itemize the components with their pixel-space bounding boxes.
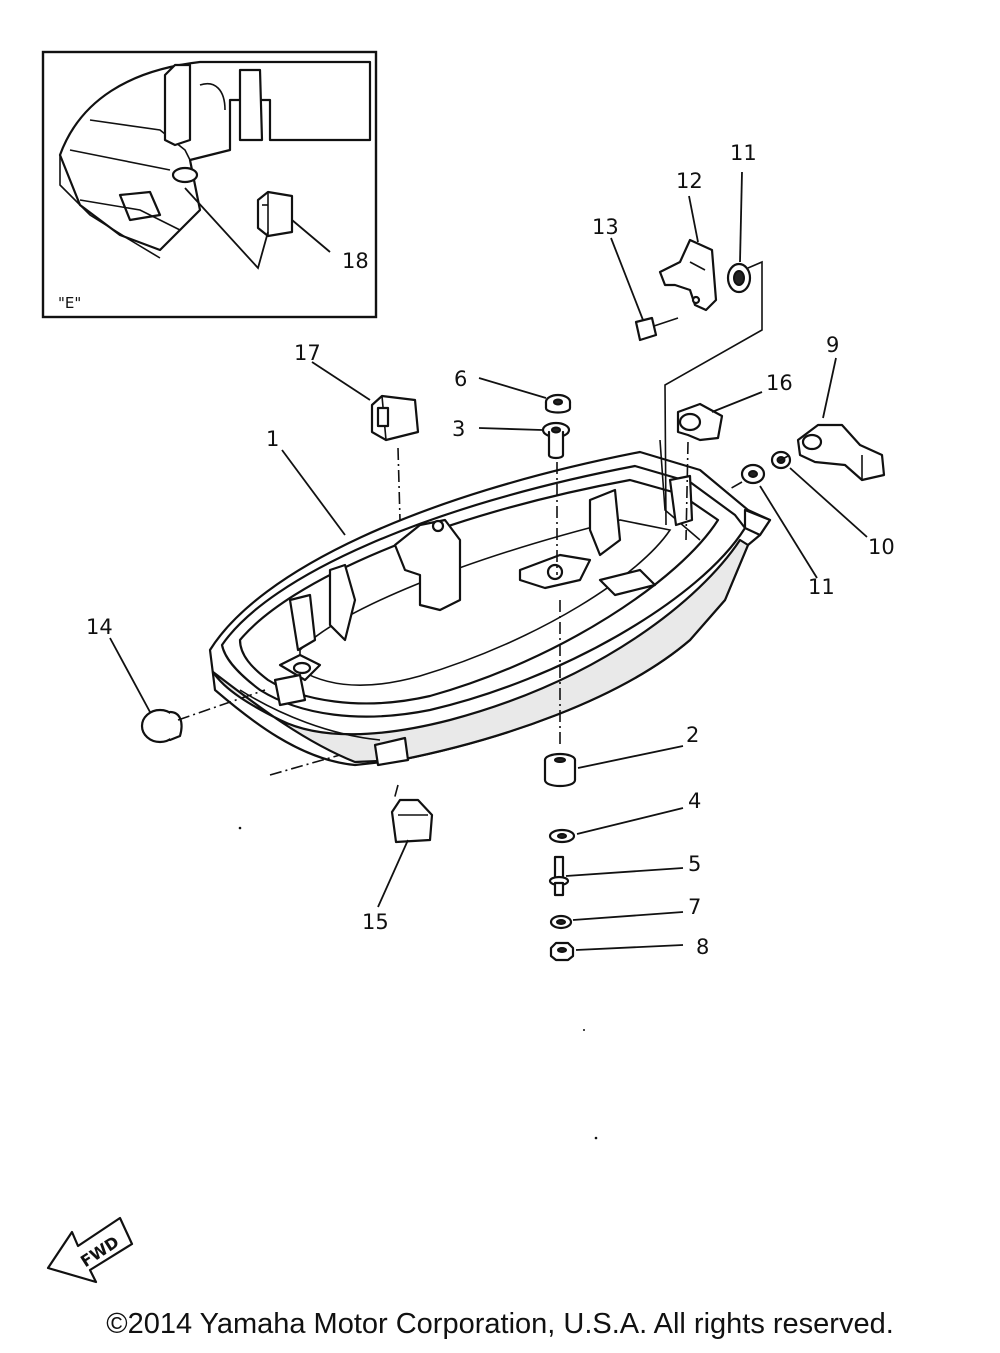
part-17-rubber-pad [370,394,420,442]
part-14-plug [140,708,183,744]
callout-7: 7 [688,895,701,919]
callout-3: 3 [452,417,465,441]
callout-6: 6 [454,367,467,391]
part-12-bracket [658,238,718,312]
part-15-cap [390,798,434,844]
part-7-washer [549,914,573,930]
part-8-nut [549,941,575,962]
part-16-holder [676,402,724,442]
callout-14: 14 [86,615,113,639]
fwd-arrow: FWD [46,1216,134,1284]
copyright-notice: ©2014 Yamaha Motor Corporation, U.S.A. A… [106,1308,894,1340]
part-13-screw [634,316,679,342]
callout-9: 9 [826,333,839,357]
mount-boss-hole [546,563,564,581]
part-6-collar [544,393,572,414]
inset-leader-18-v [184,187,269,270]
part-3-sleeve [541,421,571,460]
callout-12: 12 [676,169,703,193]
inset-cowling-sketch [58,60,372,259]
callout-17: 17 [294,341,321,365]
callout-8: 8 [696,935,709,959]
callout-11-lower: 11 [808,575,835,599]
part-11-grommet-upper [726,262,752,294]
callout-16: 16 [766,371,793,395]
part-5-stud-bolt [548,855,570,897]
callout-1: 1 [266,427,279,451]
inset-view-label: "E" [58,294,81,312]
part-18-pad [256,190,294,238]
inset-detail-e: 18 "E" [41,50,378,319]
part-1-bottom-cowling [208,439,772,767]
callout-2: 2 [686,723,699,747]
callout-10: 10 [868,535,895,559]
part-11-grommet-lower [740,463,766,485]
callout-15: 15 [362,910,389,934]
callout-18: 18 [342,249,369,273]
callout-labels: 1 2 3 4 5 6 7 8 9 10 11 11 12 13 14 15 1… [86,141,895,959]
callout-13: 13 [592,215,619,239]
part-9-lever [796,423,886,482]
callout-4: 4 [688,789,701,813]
callout-5: 5 [688,852,701,876]
assembly-lines [177,260,789,801]
leader-18 [291,219,331,253]
callout-11-upper: 11 [730,141,757,165]
part-4-washer [548,828,576,844]
part-2-mount-rubber [543,752,577,788]
leader-lines [109,171,868,951]
